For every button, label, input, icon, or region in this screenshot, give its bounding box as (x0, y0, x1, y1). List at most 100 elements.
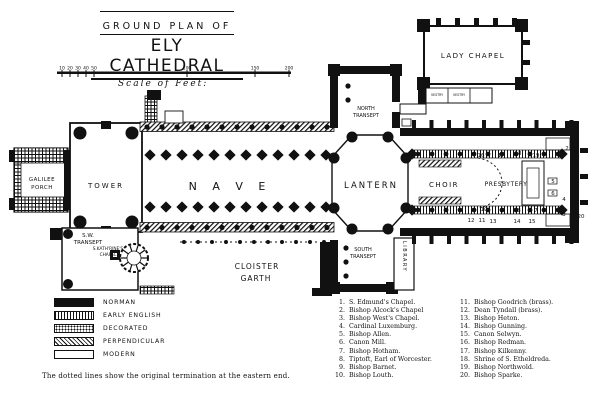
scale-tick-30: 30 (75, 66, 81, 72)
label-galilee-porch-2: PORCH (31, 185, 53, 191)
item-name: Bishop Allen. (349, 331, 392, 339)
scale-tick-50: 50 (91, 66, 97, 72)
marker-14: 14 (514, 219, 521, 225)
label-sw-transept-2: TRANSEPT (73, 240, 103, 246)
marker-17: 17 (498, 153, 505, 159)
item-name: Bishop Sparke. (474, 371, 523, 379)
list-item: 2.Bishop Alcock's Chapel (331, 307, 432, 315)
label-vestry-1: VESTRY (431, 93, 443, 97)
legend-swatch-modern (54, 350, 94, 359)
octagon-piers (328, 131, 412, 235)
item-num: 4. (338, 323, 345, 331)
list-item: 3.Bishop West's Chapel. (331, 315, 432, 323)
marker-4: 4 (562, 197, 566, 203)
footnote: The dotted lines show the original termi… (42, 372, 290, 380)
item-name: Bishop Louth. (349, 371, 394, 379)
list-item: 14.Bishop Gunning. (456, 323, 553, 331)
item-name: Shrine of S. Etheldreda. (474, 355, 551, 363)
item-num: 15. (459, 331, 470, 339)
item-name: Bishop Goodrich (brass). (474, 299, 554, 306)
galilee-porch (9, 147, 72, 213)
label-cloister-garth-2: GARTH (241, 274, 272, 283)
marker-10: 10 (481, 207, 488, 213)
lady-chapel (417, 18, 530, 106)
list-item: 6.Canon Mill. (331, 339, 432, 347)
marker-8: 8 (517, 208, 521, 214)
marker-3: 3 (562, 212, 566, 218)
marker-11: 11 (479, 218, 486, 224)
scale-caption: Scale of Feet: (118, 79, 209, 89)
list-item: 4.Cardinal Luxemburg. (331, 323, 432, 331)
label-lady-chapel: LADY CHAPEL (441, 52, 505, 60)
label-galilee-porch: GALILEE (29, 177, 55, 183)
title-line-2: ELY CATHEDRAL (91, 36, 243, 80)
legend-item-norman: NORMAN (54, 296, 165, 309)
list-item: 11. Bishop Goodrich (brass). (456, 299, 553, 307)
scale-tick-200: 200 (285, 66, 294, 72)
list-item: 9. Bishop Barnet. (331, 364, 432, 372)
item-name: Bishop Barnet. (349, 363, 397, 371)
item-name: Bishop Hotham. (349, 347, 401, 355)
legend-swatch-perpendicular (54, 337, 94, 346)
item-num: 9. (338, 363, 345, 371)
title-block: GROUND PLAN OF ELY CATHEDRAL (86, 11, 248, 80)
monument-markers: 1 2 3 4 5 6 7 8 9 10 11 12 13 14 15 16 1… (395, 124, 585, 225)
scale-tick-20: 20 (67, 66, 73, 72)
lantern-octagon (328, 131, 412, 235)
marker-1: 1 (395, 124, 399, 130)
scale-tick-10: 10 (59, 66, 65, 72)
list-item: 12.Dean Tyndall (brass). (456, 307, 553, 315)
label-library: LIBRARY (401, 241, 407, 272)
list-item: 17.Bishop Kilkenny. (456, 348, 553, 356)
list-item: 19.Bishop Northwold. (456, 364, 553, 372)
marker-6: 6 (551, 191, 555, 197)
label-vestry-2: VESTRY (453, 93, 465, 97)
east-arm-buttresses (412, 120, 574, 244)
item-num: 12. (459, 307, 470, 315)
item-num: 3. (338, 315, 345, 323)
item-num: 6. (338, 339, 345, 347)
nave-wall-dots (144, 124, 330, 231)
east-arm (400, 120, 588, 244)
original-apse-dotted-line (477, 157, 503, 209)
label-cloister-garth: CLOISTER (235, 262, 280, 271)
monument-list-column-1: 1.S. Edmund's Chapel. 2.Bishop Alcock's … (331, 299, 432, 380)
legend-label-norman: NORMAN (103, 299, 136, 306)
label-north-transept: NORTH (357, 106, 375, 112)
item-num: 10. (334, 371, 345, 379)
list-item: 16.Bishop Redman. (456, 339, 553, 347)
marker-13: 13 (490, 219, 497, 225)
label-sw-transept: S.W. (82, 233, 94, 239)
sw-transept (61, 227, 149, 291)
marker-16: 16 (478, 153, 485, 159)
scale-tick-150: 150 (251, 66, 260, 72)
list-item: 7.Bishop Hotham. (331, 348, 432, 356)
vestries (399, 87, 493, 115)
label-lantern: LANTERN (344, 181, 398, 191)
item-num: 11. (459, 299, 470, 306)
label-katherines-chapel: S.KATH'RINE'S (93, 246, 124, 252)
item-num: 2. (338, 307, 345, 315)
label-north-transept-2: TRANSEPT (352, 113, 380, 119)
cloister (139, 240, 332, 296)
list-item: 15.Canon Selwyn. (456, 331, 553, 339)
lady-chapel-buttresses (436, 18, 517, 27)
item-num: 16. (459, 339, 470, 347)
legend-swatch-early-english (54, 311, 94, 320)
label-presbytery: PRESBYTERY (485, 181, 528, 188)
library (393, 237, 415, 291)
label-nave: N A V E (189, 180, 272, 193)
list-item: 10. Bishop Louth. (331, 372, 432, 380)
marker-15: 15 (529, 219, 536, 225)
legend-label-modern: MODERN (103, 351, 136, 358)
title-top-rule (100, 11, 234, 12)
scale-tick-40: 40 (83, 66, 89, 72)
item-num: 18. (459, 355, 470, 363)
marker-9: 9 (501, 208, 505, 214)
label-south-transept: SOUTH (354, 247, 372, 253)
item-name: Tiptoft, Earl of Worcester. (349, 355, 432, 363)
label-choir: CHOIR (429, 181, 459, 189)
item-name: S. Edmund's Chapel. (349, 299, 416, 306)
